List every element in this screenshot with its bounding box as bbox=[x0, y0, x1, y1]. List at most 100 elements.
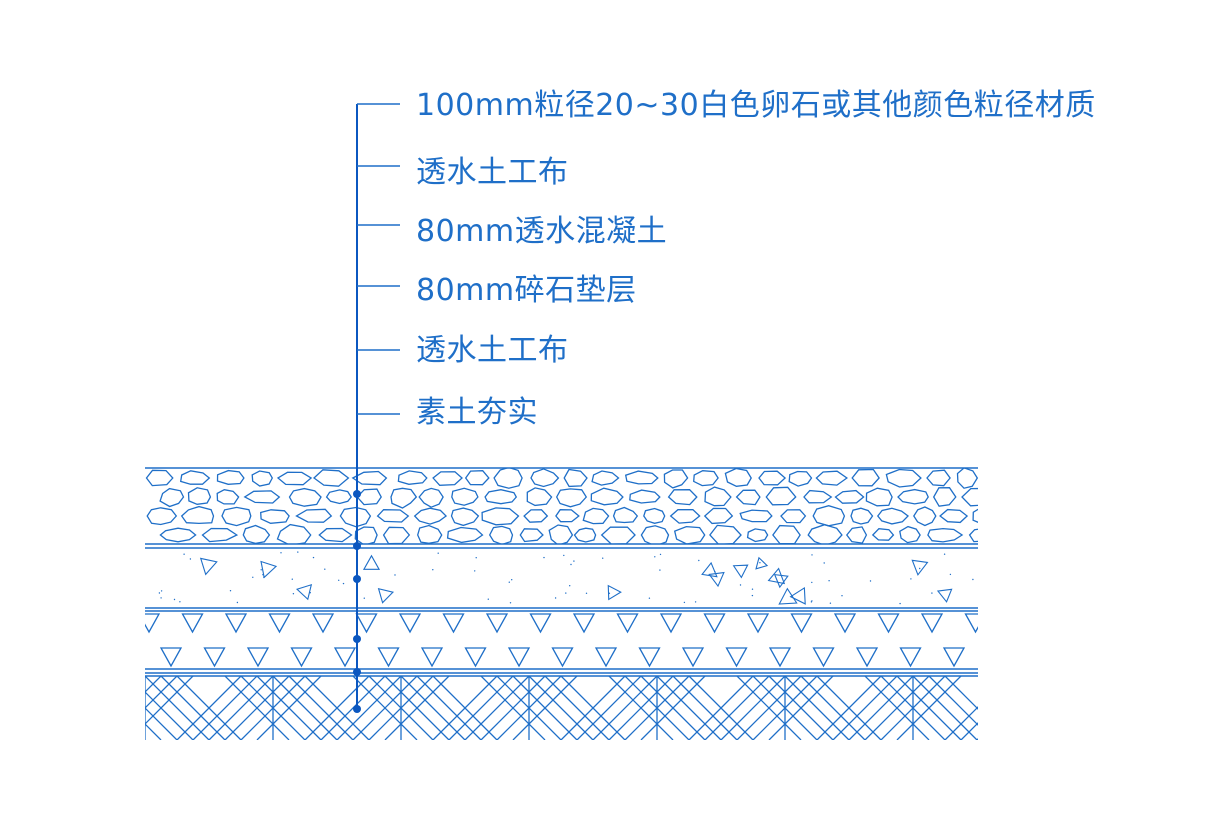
sand-dot bbox=[236, 601, 239, 604]
soil-hatch-line bbox=[784, 676, 850, 740]
gravel-triangle bbox=[181, 613, 204, 634]
sand-dot bbox=[262, 574, 264, 576]
pebble-stone bbox=[972, 508, 978, 523]
sand-dot bbox=[931, 592, 933, 594]
pebble-stone bbox=[788, 470, 813, 487]
sand-dot bbox=[189, 558, 192, 560]
sand-dot bbox=[608, 592, 611, 594]
aggregate-mark bbox=[778, 587, 798, 605]
sand-dot bbox=[811, 581, 813, 584]
soil-hatch-line bbox=[145, 691, 194, 740]
pebble-stone bbox=[932, 487, 957, 507]
sand-dot bbox=[841, 595, 843, 597]
soil-hatch-line bbox=[1025, 676, 1089, 740]
pebble-stone bbox=[382, 526, 411, 544]
aggregate-mark bbox=[755, 556, 769, 570]
pebble-stone bbox=[673, 525, 706, 544]
gravel-triangle bbox=[246, 647, 270, 668]
sand-dot bbox=[173, 598, 176, 601]
soil-hatch-line bbox=[160, 676, 226, 740]
aggregate-mark bbox=[362, 554, 381, 570]
sand-dot bbox=[810, 601, 813, 603]
pebble-stone bbox=[591, 470, 620, 486]
pebble-stone bbox=[418, 487, 444, 508]
gravel-triangle bbox=[311, 613, 335, 634]
gravel-triangle bbox=[855, 647, 879, 668]
soil-hatch-line bbox=[336, 676, 402, 740]
aggregate-mark bbox=[911, 559, 929, 576]
pebble-stone bbox=[851, 468, 880, 487]
pebble-stone bbox=[669, 509, 701, 524]
sand-dot bbox=[759, 562, 761, 564]
pebble-stone bbox=[640, 525, 670, 544]
pebble-stone bbox=[413, 507, 448, 525]
soil-hatch-line bbox=[896, 676, 962, 740]
sand-dot bbox=[263, 576, 265, 578]
soil-hatch-line bbox=[145, 676, 210, 740]
gravel-triangle bbox=[398, 613, 422, 634]
pebble-stone bbox=[865, 487, 893, 507]
gravel-triangle bbox=[507, 647, 531, 668]
pebble-stone bbox=[216, 489, 240, 505]
sand-dot bbox=[292, 593, 295, 595]
sand-dot bbox=[229, 590, 232, 592]
soil-hatch-line bbox=[736, 676, 802, 740]
soil-hatch-line bbox=[448, 676, 514, 740]
sand-dot bbox=[648, 597, 651, 599]
sand-dot bbox=[338, 579, 340, 581]
sand-dot bbox=[280, 552, 282, 554]
soil-hatch-line bbox=[912, 676, 978, 740]
pebble-stone bbox=[180, 505, 215, 525]
pebble-stone bbox=[159, 487, 185, 508]
sand-dot bbox=[569, 585, 571, 587]
pebble-stone bbox=[876, 507, 909, 525]
soil-hatch-line bbox=[576, 676, 642, 740]
sand-dot bbox=[714, 570, 716, 573]
sand-dot bbox=[252, 576, 254, 578]
pebble-stone bbox=[339, 506, 372, 528]
soil-hatch-line bbox=[352, 676, 418, 740]
pebble-stone bbox=[899, 525, 921, 544]
sand-dot bbox=[183, 553, 185, 555]
gravel-triangle bbox=[988, 648, 1008, 666]
soil-hatch-line bbox=[145, 676, 178, 709]
pebble-stone bbox=[526, 487, 553, 507]
gravel-triangle bbox=[442, 613, 465, 634]
soil-hatch-line bbox=[1009, 676, 1073, 740]
sand-dot bbox=[475, 557, 477, 559]
aggregate-mark bbox=[767, 567, 786, 585]
pebble-stone bbox=[451, 487, 479, 506]
pebble-stone bbox=[590, 487, 624, 506]
pebble-hatch bbox=[145, 468, 1007, 544]
pebble-stone bbox=[600, 526, 636, 544]
sand-dot bbox=[751, 594, 754, 597]
gravel-triangle bbox=[551, 647, 574, 668]
gravel-triangle bbox=[290, 647, 313, 668]
sand-dot bbox=[508, 581, 510, 583]
pebble-stone bbox=[643, 507, 666, 524]
soil-hatch-line bbox=[704, 676, 770, 740]
leader-dot bbox=[353, 490, 361, 498]
pebble-stone bbox=[704, 486, 732, 507]
pebble-stone bbox=[667, 489, 698, 506]
sand-dot bbox=[394, 574, 396, 576]
sand-dot bbox=[342, 582, 345, 585]
leader-dots bbox=[353, 490, 361, 713]
soil-hatch-line bbox=[656, 676, 722, 740]
soil-hatch bbox=[145, 676, 1089, 740]
sand-dot bbox=[260, 569, 262, 571]
sand-dot bbox=[312, 556, 315, 559]
gravel-triangle bbox=[920, 613, 944, 634]
gravel-hatch bbox=[145, 613, 1008, 668]
pebble-stone bbox=[555, 488, 588, 508]
pebble-stone bbox=[356, 488, 382, 506]
pebble-stone bbox=[926, 469, 951, 487]
soil-hatch-line bbox=[544, 676, 610, 740]
pebble-stone bbox=[812, 505, 846, 527]
aggregate-mark bbox=[789, 586, 806, 605]
concrete-hatch bbox=[158, 551, 974, 605]
sand-dot bbox=[829, 602, 832, 604]
sand-dot bbox=[297, 551, 299, 553]
pebble-stone bbox=[986, 469, 1007, 487]
soil-hatch-line bbox=[400, 676, 466, 740]
